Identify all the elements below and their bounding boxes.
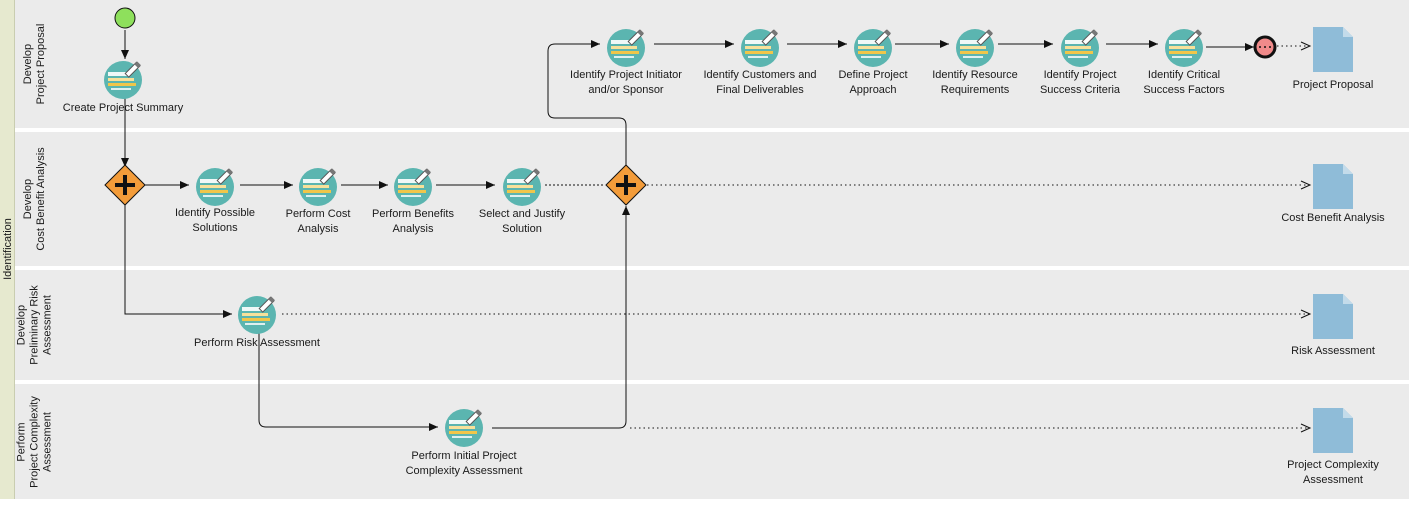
doc-risk-label: Risk Assessment: [1291, 345, 1375, 357]
document-icons: [1313, 27, 1353, 453]
end-event[interactable]: [1253, 35, 1277, 59]
task-cost-analysis-label: Perform Cost Analysis: [285, 208, 351, 235]
document-fold: [1343, 408, 1353, 418]
flow-risk-to-complexity: [258, 326, 438, 431]
task-select-solution-label: Select and Justify Solution: [478, 208, 566, 235]
task-critical-factors[interactable]: [1165, 29, 1203, 67]
task-benefits-analysis[interactable]: [394, 168, 432, 206]
document-project-proposal[interactable]: [1313, 27, 1353, 72]
doc-project-proposal-label: Project Proposal: [1292, 79, 1374, 91]
lane-cost-benefit: Develop Cost Benefit Analysis: [15, 132, 1409, 266]
associations: [282, 41, 1312, 433]
task-critical-factors-label: Identify Critical Success Factors: [1143, 69, 1225, 96]
document-complexity[interactable]: [1313, 408, 1353, 453]
pool-header: Identification: [0, 0, 15, 499]
task-risk-assessment[interactable]: [238, 296, 276, 334]
parallel-gateway-join[interactable]: [605, 164, 647, 206]
document-cost-benefit[interactable]: [1313, 164, 1353, 209]
task-select-solution[interactable]: [503, 168, 541, 206]
task-success-criteria[interactable]: [1061, 29, 1099, 67]
task-create-project-summary-label: Create Project Summary: [62, 102, 184, 114]
document-risk[interactable]: [1313, 294, 1353, 339]
task-benefits-analysis-label: Perform Benefits Analysis: [372, 208, 454, 235]
doc-cost-benefit-label: Cost Benefit Analysis: [1281, 212, 1385, 224]
task-success-criteria-label: Identify Project Success Criteria: [1039, 69, 1121, 96]
task-identify-resources[interactable]: [956, 29, 994, 67]
task-identify-sponsor-label: Identify Project Initiator and/or Sponso…: [570, 69, 682, 96]
sequence-flows: [121, 30, 1254, 431]
flow-gateway-to-sponsor: [547, 40, 627, 166]
task-identify-solutions-label: Identify Possible Solutions: [174, 207, 256, 234]
flow-gateway-to-risk: [124, 205, 232, 318]
document-fold: [1343, 164, 1353, 174]
task-define-approach[interactable]: [854, 29, 892, 67]
task-identify-sponsor[interactable]: [607, 29, 645, 67]
parallel-gateway-split[interactable]: [104, 164, 146, 206]
task-create-project-summary[interactable]: [104, 61, 142, 99]
document-fold: [1343, 294, 1353, 304]
start-event[interactable]: [114, 7, 136, 29]
task-identify-solutions[interactable]: [196, 168, 234, 206]
task-identify-customers-label: Identify Customers and Final Deliverable…: [703, 69, 817, 96]
doc-complexity-label: Project Complexity Assessment: [1287, 459, 1379, 486]
task-define-approach-label: Define Project Approach: [838, 69, 908, 96]
task-complexity-assessment[interactable]: [445, 409, 483, 447]
task-cost-analysis[interactable]: [299, 168, 337, 206]
lane-complexity: Perform Project Complexity Assessment: [15, 384, 1409, 499]
task-risk-assessment-label: Perform Risk Assessment: [194, 337, 320, 349]
document-fold: [1343, 27, 1353, 37]
task-icons: [104, 29, 1203, 447]
flow-complexity-to-gateway: [492, 206, 630, 429]
task-complexity-assessment-label: Perform Initial Project Complexity Asses…: [405, 450, 523, 477]
task-identify-resources-label: Identify Resource Requirements: [932, 69, 1018, 96]
task-identify-customers[interactable]: [741, 29, 779, 67]
